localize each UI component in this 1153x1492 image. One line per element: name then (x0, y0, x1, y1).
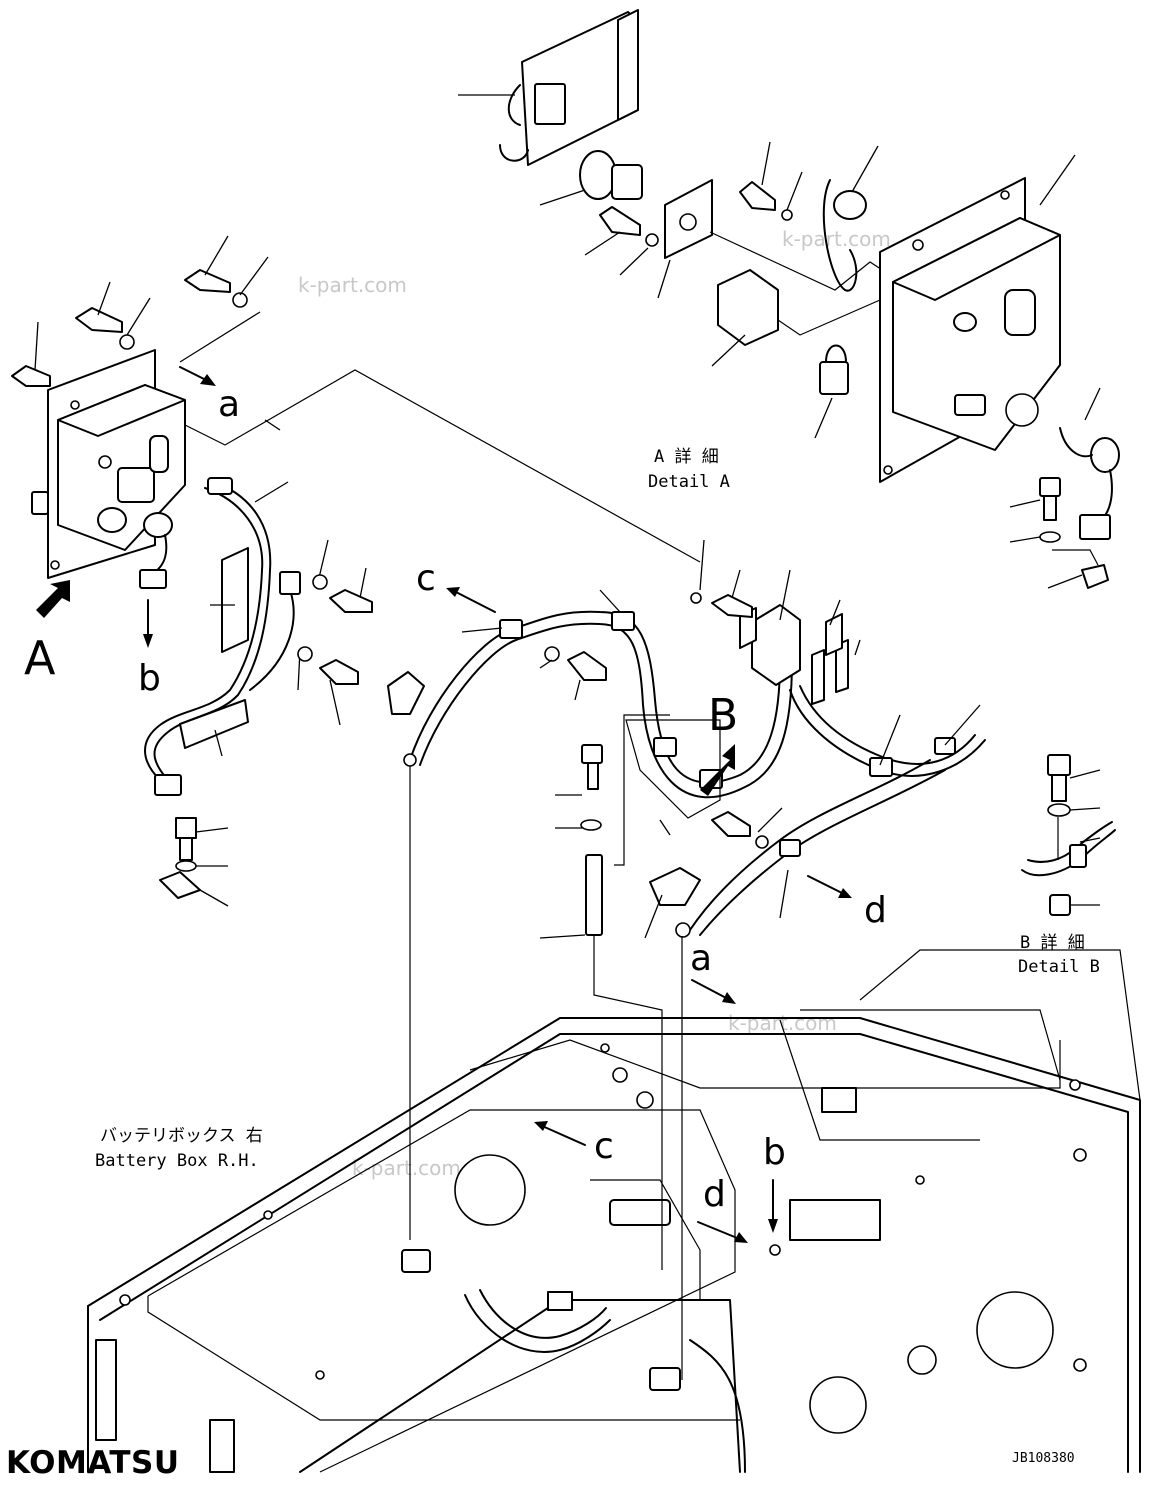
view-label-b: B (708, 690, 738, 741)
ref-letter-c: c (416, 558, 436, 599)
view-label-a: A (24, 631, 56, 685)
watermark: k-part.com (298, 273, 407, 297)
battery-box-en-label: Battery Box R.H. (95, 1151, 259, 1171)
komatsu-logo: KOMATSU (6, 1445, 180, 1481)
ref-letter-d: d (703, 1174, 726, 1215)
ref-letter-c: c (594, 1126, 614, 1167)
battery-box-jp-label: バッテリボックス 右 (100, 1126, 263, 1146)
reference-arrows (36, 366, 852, 1243)
ref-letter-b: b (763, 1132, 786, 1173)
ref-letter-d: d (864, 890, 887, 931)
detail-a-assembly (458, 9, 1120, 589)
ref-letter-b: b (138, 658, 161, 699)
detail-a-en-label: Detail A (648, 472, 730, 492)
detail-b-jp-label: B 詳 細 (1020, 933, 1085, 953)
detail-a-jp-label: A 詳 細 (654, 447, 719, 467)
watermark: k-part.com (728, 1011, 837, 1035)
watermark: k-part.com (352, 1156, 461, 1180)
ref-letter-a: a (218, 384, 240, 425)
left-panel-assembly (11, 235, 701, 907)
ref-letter-a: a (690, 938, 712, 979)
bolt-icon (11, 269, 231, 387)
detail-b-en-label: Detail B (1018, 957, 1100, 977)
watermark: k-part.com (782, 227, 891, 251)
drawing-number: JB108380 (1012, 1451, 1075, 1466)
battery-box-frame (87, 949, 1141, 1473)
center-harness (387, 539, 986, 1380)
detail-b-assembly (1021, 754, 1116, 916)
